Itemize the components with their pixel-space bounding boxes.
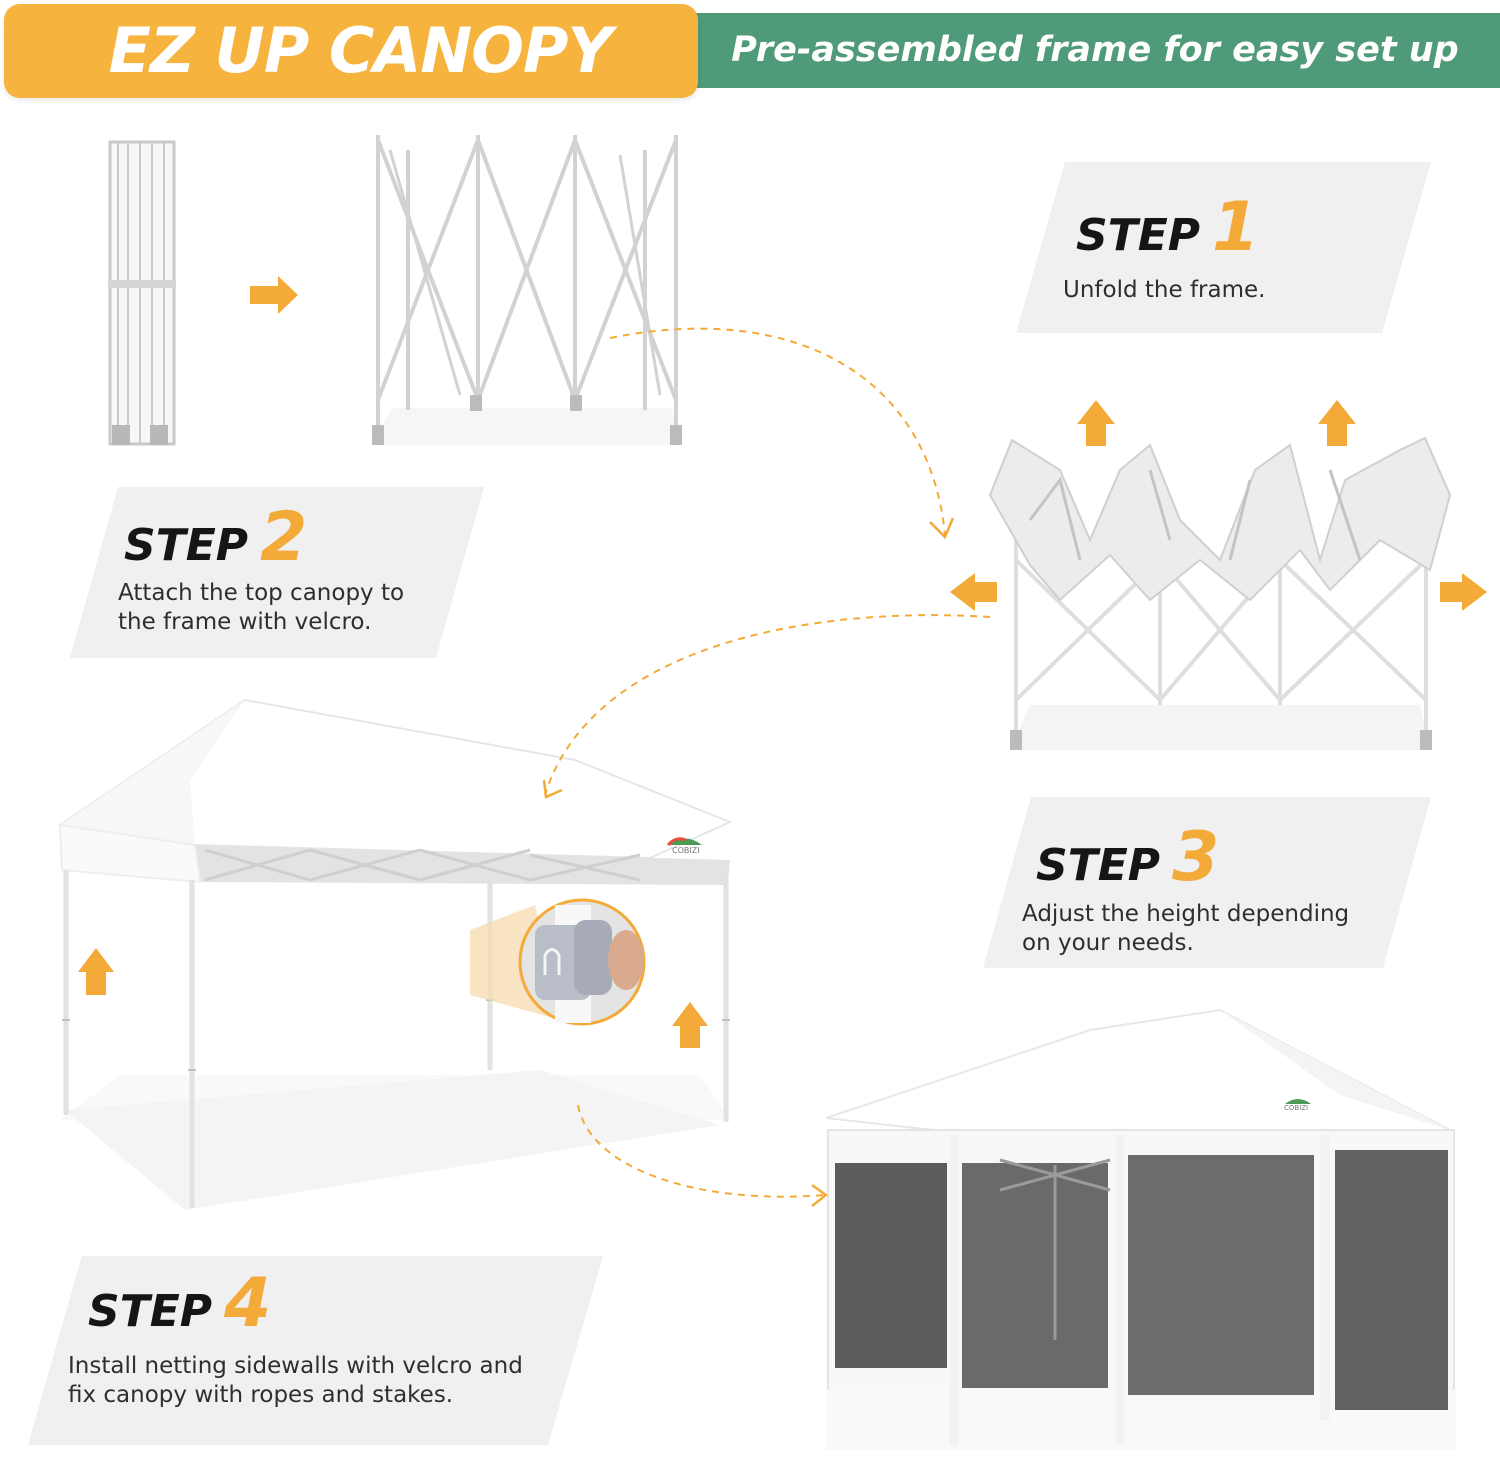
step-1-description: Unfold the frame. bbox=[1063, 277, 1266, 303]
step-3-number: 3 bbox=[1172, 818, 1220, 897]
step-4-label: STEP bbox=[88, 1286, 213, 1337]
arrow-right-icon bbox=[1440, 573, 1487, 611]
expanded-frame-illustration bbox=[372, 135, 682, 445]
step-1-number: 1 bbox=[1212, 188, 1260, 267]
step-3-label: STEP bbox=[1036, 840, 1161, 891]
folded-frame-illustration bbox=[108, 140, 176, 446]
arrow-left-icon bbox=[950, 573, 997, 611]
arrow-up-icon bbox=[78, 948, 114, 995]
step-2-card bbox=[70, 487, 484, 658]
step-2-label: STEP bbox=[124, 520, 249, 571]
canopy-with-netting-illustration: COBIZI bbox=[825, 1008, 1456, 1450]
step-1-card bbox=[1016, 162, 1431, 333]
height-adjust-zoom-illustration bbox=[470, 898, 646, 1026]
dashed-curve-arrowheads bbox=[542, 517, 955, 1207]
step-1-label: STEP bbox=[1076, 210, 1201, 261]
step-3-card bbox=[983, 797, 1431, 968]
banner-subtitle: Pre-assembled frame for easy set up bbox=[731, 30, 1459, 70]
step-4-card bbox=[28, 1256, 603, 1445]
arrow-up-icon bbox=[1077, 400, 1115, 446]
canopy-logo-text: COBIZI bbox=[672, 846, 700, 855]
step-2-description: Attach the top canopy to the frame with … bbox=[118, 580, 405, 635]
step-3-description: Adjust the height depending on your need… bbox=[1022, 901, 1350, 956]
step-4-description: Install netting sidewalls with velcro an… bbox=[68, 1353, 523, 1408]
arrow-right-icon bbox=[250, 276, 298, 314]
netting-logo-text: COBIZI bbox=[1284, 1104, 1308, 1112]
step-4-number: 4 bbox=[224, 1264, 272, 1343]
step-2-number: 2 bbox=[260, 498, 308, 577]
arrow-up-icon bbox=[672, 1002, 708, 1048]
title-banner bbox=[4, 4, 698, 98]
dashed-curve-arrow-icon bbox=[544, 327, 991, 1198]
frame-with-cover-illustration bbox=[988, 436, 1452, 750]
subtitle-banner bbox=[560, 13, 1500, 88]
arrow-up-icon bbox=[1318, 400, 1356, 446]
banner-title: EZ UP CANOPY bbox=[108, 14, 613, 87]
canopy-illustration: COBIZI bbox=[57, 698, 733, 1210]
